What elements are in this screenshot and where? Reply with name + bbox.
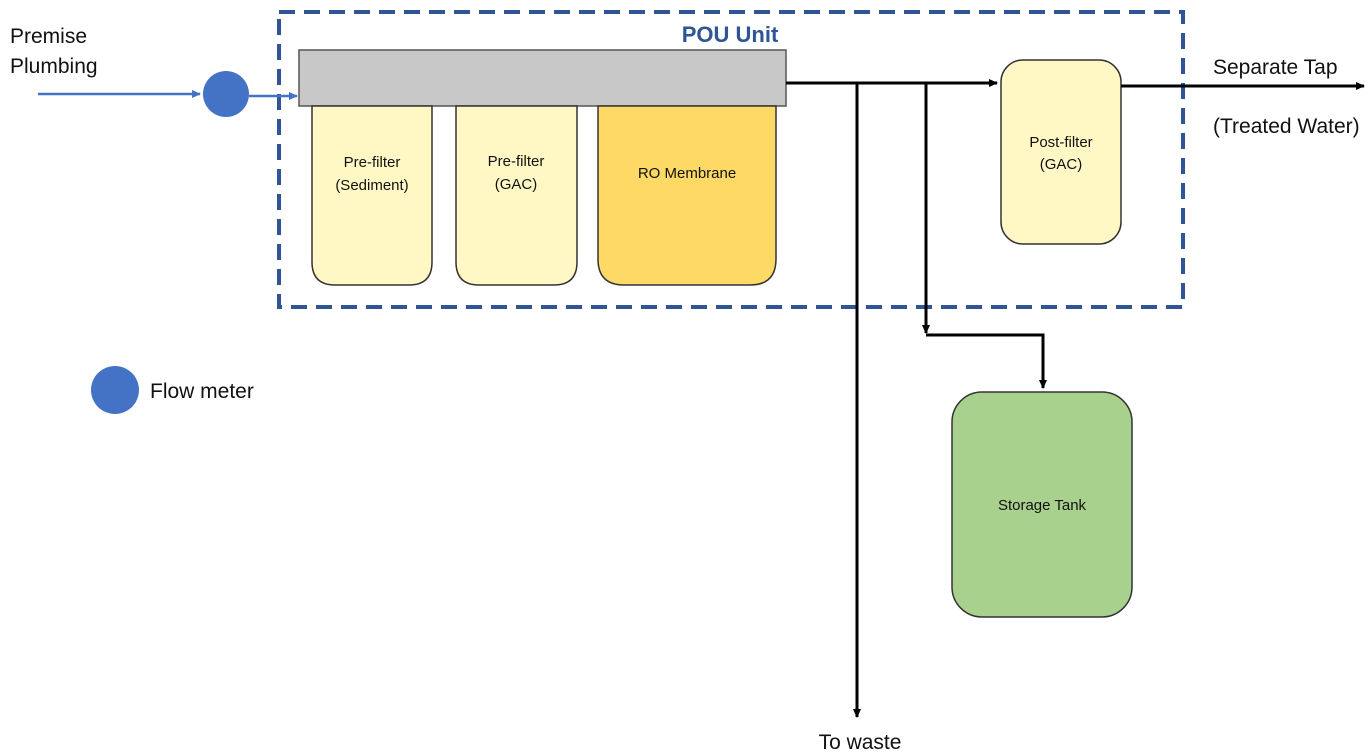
prefilter-gac-label-line2: (GAC): [495, 176, 538, 193]
post-filter-label-line1: Post-filter: [1029, 134, 1092, 151]
legend-flow-meter-label: Flow meter: [150, 380, 254, 403]
inlet-label-line2: Plumbing: [10, 55, 98, 78]
ro-membrane-label: RO Membrane: [638, 165, 736, 182]
tank-branch-horizontal: [926, 333, 1047, 389]
outlet-label-line1: Separate Tap: [1213, 56, 1338, 79]
storage-tank: [951, 391, 1133, 618]
storage-tank-label: Storage Tank: [998, 497, 1087, 514]
legend-flow-meter-icon: [91, 366, 139, 414]
pou-unit-boundary: [277, 10, 1185, 309]
inlet-label-line1: Premise: [10, 25, 87, 48]
prefilter-gac-label-line1: Pre-filter: [488, 153, 545, 170]
post-filter-label-line2: (GAC): [1040, 156, 1083, 173]
prefilter-sediment-label-line2: (Sediment): [335, 177, 408, 194]
ro-membrane: [597, 105, 777, 286]
post-filter-gac: [1000, 59, 1122, 245]
prefilter-sediment: [311, 105, 433, 286]
filter-housing-manifold: [298, 49, 787, 107]
pou-unit-title: POU Unit: [682, 22, 779, 47]
waste-label: To waste: [819, 731, 902, 752]
prefilter-gac: [455, 105, 578, 286]
prefilter-sediment-label-line1: Pre-filter: [344, 154, 401, 171]
flow-meter-icon: [203, 71, 249, 117]
outlet-label-line2: (Treated Water): [1213, 115, 1360, 138]
